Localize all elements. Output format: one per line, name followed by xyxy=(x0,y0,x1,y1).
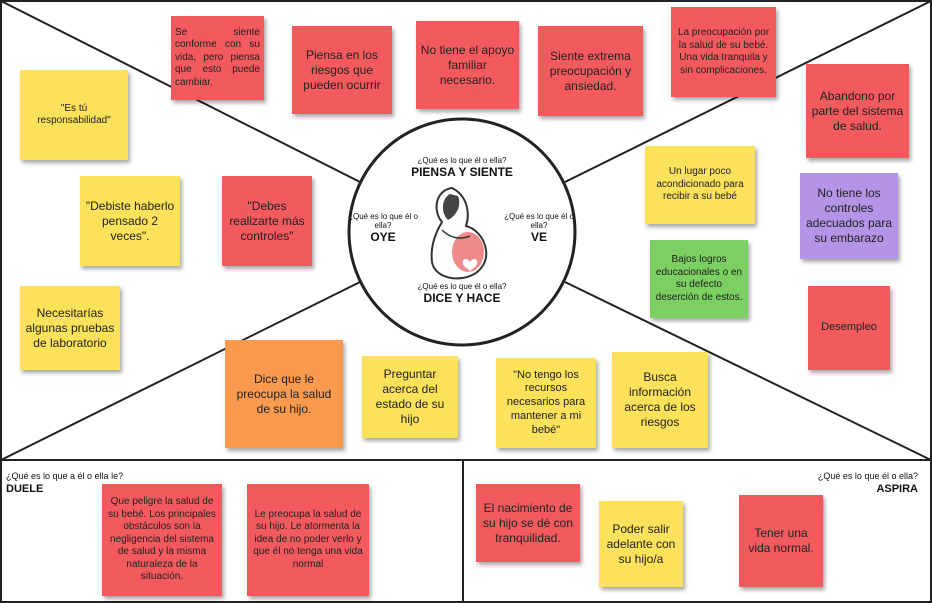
sticky-note: "Debiste haberlo pensado 2 veces". xyxy=(80,176,180,266)
sticky-note: Abandono por parte del sistema de salud. xyxy=(806,64,909,158)
duele-title: DUELE xyxy=(6,483,44,495)
dice-label: ¿Qué es lo que él o ella? DICE Y HACE xyxy=(392,282,532,305)
sticky-note: Un lugar poco acondicionado para recibir… xyxy=(645,146,755,224)
sticky-note: "Es tú responsabilidad" xyxy=(20,70,128,160)
ve-label: ¿Qué es lo que él o ella? VE xyxy=(504,212,574,244)
oye-title: OYE xyxy=(370,230,396,244)
heart-icon xyxy=(462,259,478,271)
sticky-note: Siente extrema preocupación y ansiedad. xyxy=(538,26,643,116)
oye-question: ¿Qué es lo que él o ella? xyxy=(348,212,418,230)
sticky-note: Le preocupa la salud de su hijo. Le ator… xyxy=(247,484,369,596)
duele-question: ¿Qué es lo que a él o ella le? xyxy=(6,471,124,481)
sticky-note: No tiene el apoyo familiar necesario. xyxy=(416,21,519,109)
sticky-note: "Debes realizarte más controles" xyxy=(222,176,312,266)
dice-title: DICE Y HACE xyxy=(423,291,501,305)
sticky-note: Tener una vida normal. xyxy=(739,495,823,587)
sticky-note: Poder salir adelante con su hijo/a xyxy=(599,501,683,587)
sticky-note: No tiene los controles adecuados para su… xyxy=(800,173,898,259)
sticky-note: Preguntar acerca del estado de su hijo xyxy=(362,356,458,438)
piensa-label: ¿Qué es lo que él o ella? PIENSA Y SIENT… xyxy=(392,156,532,179)
sticky-note: La preocupación por la salud de su bebé.… xyxy=(671,7,776,97)
sticky-note: Necesitarías algunas pruebas de laborato… xyxy=(20,286,120,370)
sticky-note: El nacimiento de su hijo se dé con tranq… xyxy=(476,484,580,562)
piensa-title: PIENSA Y SIENTE xyxy=(411,165,513,179)
piensa-question: ¿Qué es lo que él o ella? xyxy=(417,156,507,165)
sticky-note: Piensa en los riesgos que pueden ocurrir xyxy=(292,26,392,114)
sticky-note: Bajos logros educacionales o en su defec… xyxy=(650,240,748,318)
sticky-note: Dice que le preocupa la salud de su hijo… xyxy=(225,340,343,448)
sticky-note: Desempleo xyxy=(808,286,890,370)
sticky-note: "No tengo los recursos necesarios para m… xyxy=(496,358,596,448)
dice-question: ¿Qué es lo que él o ella? xyxy=(417,282,507,291)
ve-question: ¿Qué es lo que él o ella? xyxy=(504,212,574,230)
sticky-note: Que peligre la salud de su bebé. Los pri… xyxy=(102,484,222,596)
sticky-note: Busca información acerca de los riesgos xyxy=(612,352,708,448)
ve-title: VE xyxy=(530,230,547,244)
sticky-note: Se siente conforme con su vida, pero pie… xyxy=(171,16,264,100)
oye-label: ¿Qué es lo que él o ella? OYE xyxy=(348,212,418,244)
aspira-question: ¿Qué es lo que él o ella? xyxy=(817,471,918,481)
aspira-title: ASPIRA xyxy=(876,483,918,495)
